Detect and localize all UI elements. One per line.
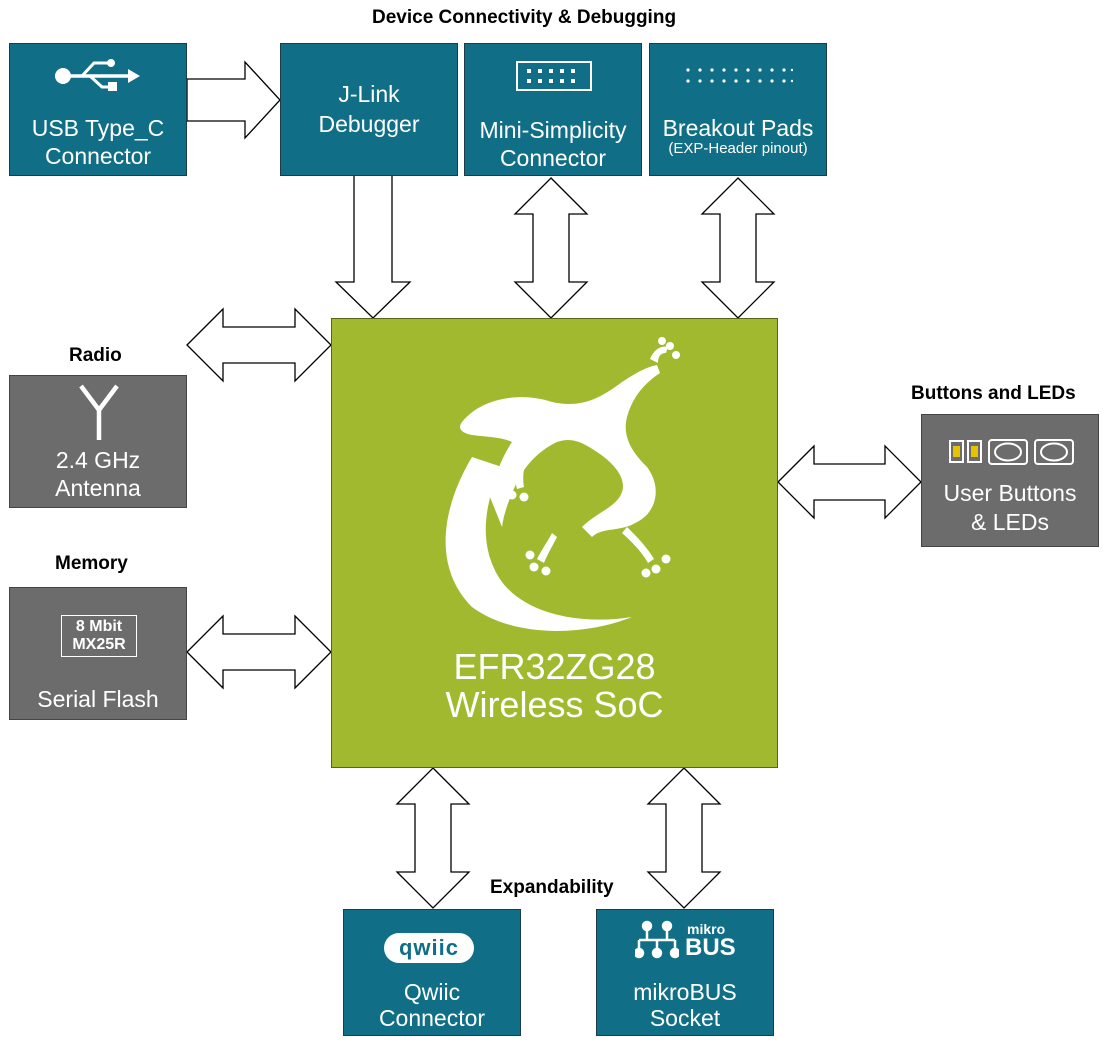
serial-flash-block: 8 Mbit MX25R Serial Flash — [9, 587, 187, 720]
mikrobus-logo-bottom: BUS — [685, 934, 736, 961]
antenna-icon — [79, 384, 119, 440]
mikrobus-logo-top: mikro — [687, 921, 726, 937]
usb-connector-block: USB Type_C Connector — [9, 43, 187, 176]
qwiic-label-line2: Connector — [378, 1005, 486, 1031]
arrow-soc-to-mikrobus — [646, 767, 722, 909]
buttons-leds-icon — [949, 439, 1074, 465]
heading-expandability: Expandability — [490, 877, 614, 898]
flash-chip-box: 8 Mbit MX25R — [61, 615, 137, 657]
arrow-usb-to-jlink — [186, 60, 281, 140]
arrow-jlink-to-soc — [334, 174, 412, 319]
arrow-mini-to-soc — [513, 177, 589, 319]
pin-header-icon — [516, 61, 592, 91]
jlink-label-line1: J-Link — [338, 81, 400, 107]
flash-chip-line2: MX25R — [72, 636, 126, 653]
qwiic-label-line1: Qwiic — [403, 979, 461, 1005]
mikrobus-label-line1: mikroBUS — [633, 979, 737, 1005]
mikrobus-tree-icon — [635, 920, 679, 959]
soc-block: EFR32ZG28 Wireless SoC — [331, 318, 778, 768]
qwiic-logo: qwiic — [384, 933, 474, 963]
buttons-label-line2: & LEDs — [971, 509, 1049, 535]
mini-label-line1: Mini-Simplicity — [479, 117, 627, 143]
mini-label-line2: Connector — [499, 145, 607, 171]
jlink-debugger-block: J-Link Debugger — [280, 43, 458, 176]
antenna-label-line2: Antenna — [55, 475, 141, 501]
mini-simplicity-block: Mini-Simplicity Connector — [464, 43, 642, 176]
breakout-pads-block: Breakout Pads (EXP-Header pinout) — [649, 43, 827, 176]
usb-label-line2: Connector — [44, 143, 152, 169]
flash-label: Serial Flash — [37, 686, 159, 712]
arrow-soc-to-buttons — [777, 444, 922, 520]
buttons-label-line1: User Buttons — [943, 480, 1077, 506]
arrow-breakout-to-soc — [700, 177, 776, 319]
heading-radio: Radio — [69, 345, 122, 366]
breakout-label-line1: Breakout Pads — [662, 115, 814, 141]
antenna-block: 2.4 GHz Antenna — [9, 375, 187, 508]
heading-connectivity: Device Connectivity & Debugging — [372, 7, 677, 28]
qwiic-logo-text: qwiic — [398, 935, 459, 960]
breakout-label-line2: (EXP-Header pinout) — [668, 140, 808, 157]
usb-label-line1: USB Type_C — [31, 115, 165, 141]
usb-icon — [55, 59, 140, 91]
flash-chip-line1: 8 Mbit — [75, 618, 123, 635]
pad-dots-icon — [686, 68, 793, 83]
soc-label-line1: EFR32ZG28 — [453, 646, 656, 687]
arrow-antenna-to-soc — [186, 307, 332, 383]
arrow-soc-to-qwiic — [395, 767, 471, 909]
heading-memory: Memory — [55, 553, 128, 574]
gecko-logo-icon — [445, 337, 680, 631]
qwiic-connector-block: qwiic Qwiic Connector — [343, 909, 521, 1036]
arrow-flash-to-soc — [186, 614, 332, 690]
heading-buttons-leds: Buttons and LEDs — [911, 383, 1076, 404]
jlink-label-line2: Debugger — [318, 111, 420, 137]
antenna-label-line1: 2.4 GHz — [55, 447, 141, 473]
mikrobus-label-line2: Socket — [649, 1005, 721, 1031]
soc-label-line2: Wireless SoC — [445, 684, 664, 725]
buttons-leds-block: User Buttons & LEDs — [921, 414, 1099, 547]
mikrobus-socket-block: mikro BUS mikroBUS Socket — [596, 909, 774, 1036]
